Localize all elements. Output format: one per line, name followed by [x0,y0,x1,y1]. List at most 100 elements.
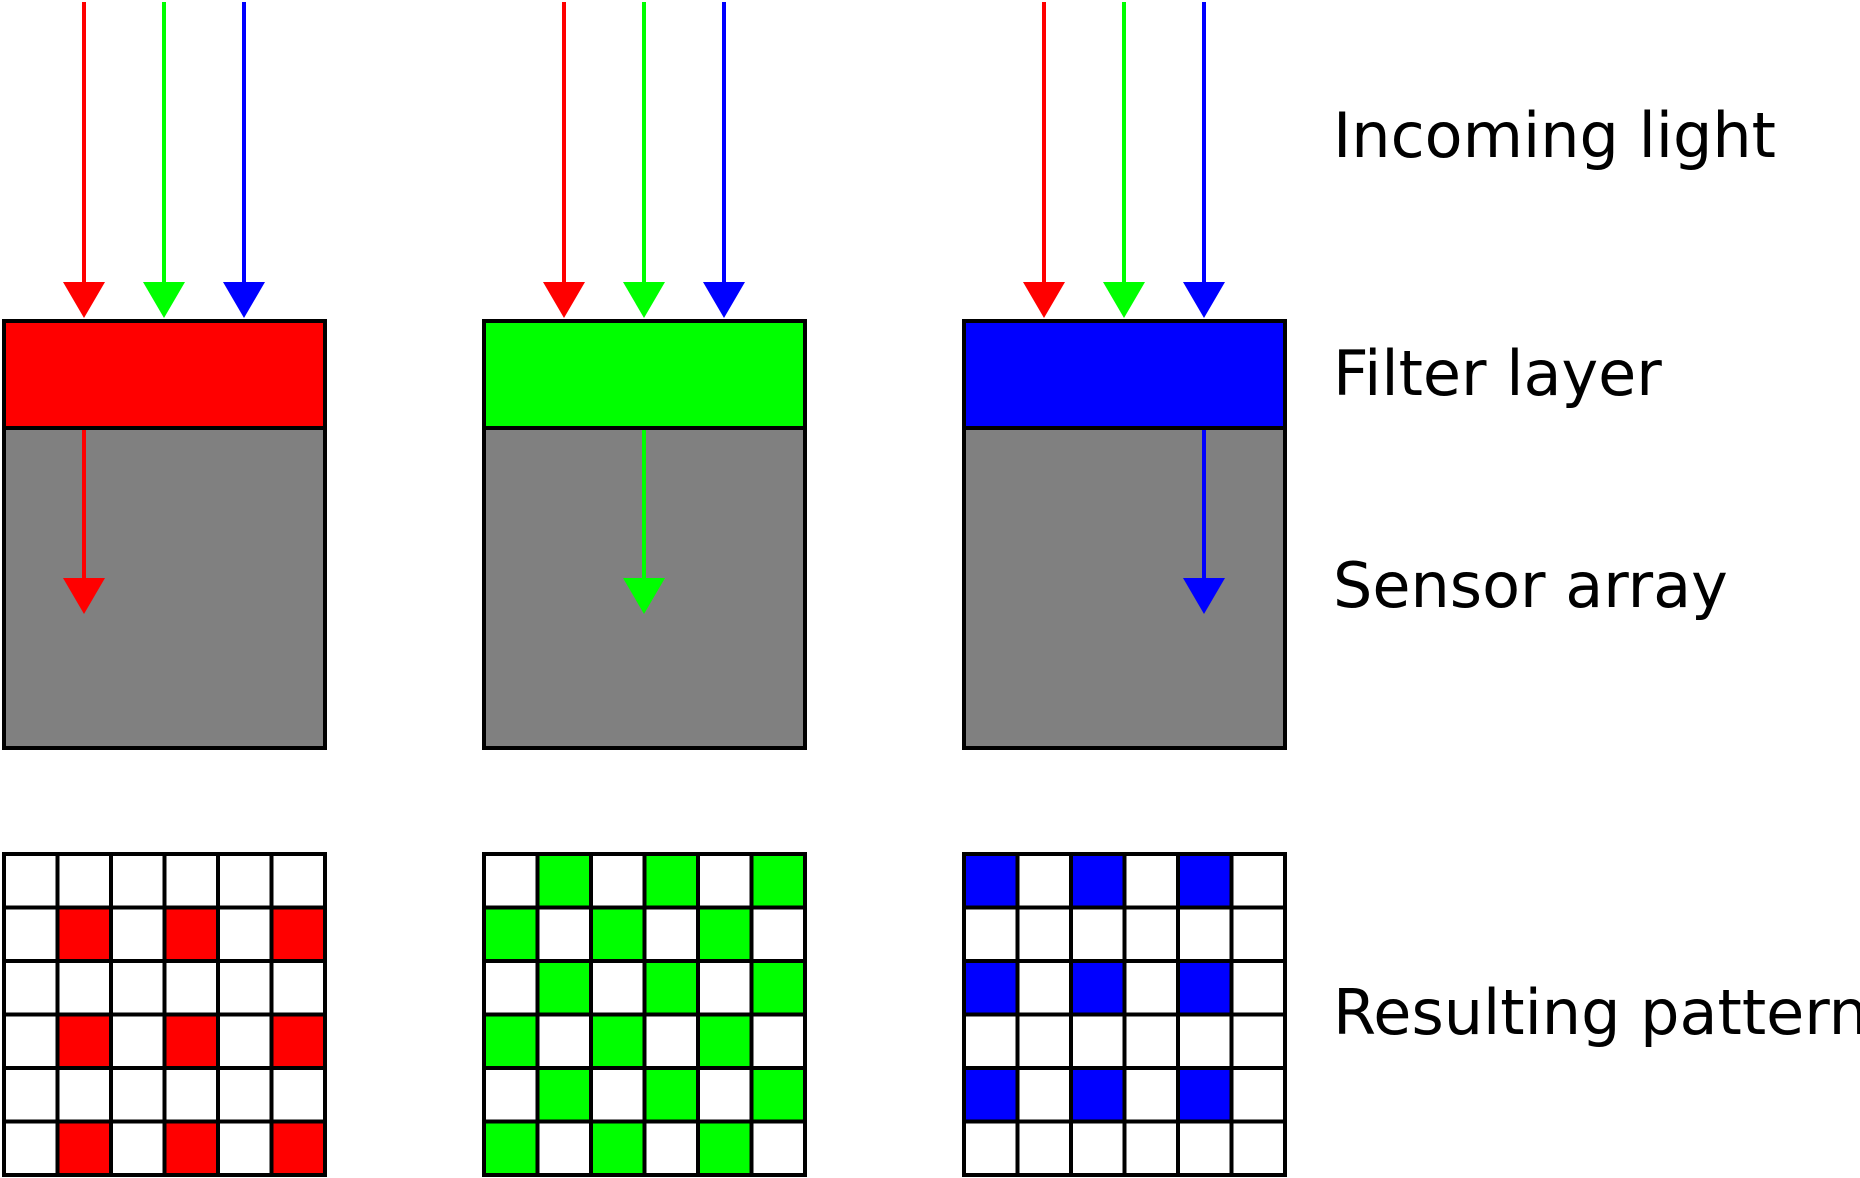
filter-green [482,319,807,430]
pattern-cell [216,1119,274,1177]
passed-ray-red [63,430,105,614]
pattern-cell [535,1012,593,1070]
pattern-cell [962,852,1020,910]
label-filter-layer: Filter layer [1333,337,1662,410]
pattern-cell [1015,959,1073,1017]
pattern-cell [962,1012,1020,1070]
pattern-cell [749,1119,807,1177]
pattern-cell [535,959,593,1017]
unit-green [482,2,807,1177]
unit-blue [962,2,1287,1177]
pattern-cell [589,852,647,910]
passed-ray-green [623,430,665,614]
pattern-cell [482,1066,540,1124]
pattern-red [2,852,327,1177]
pattern-cell [482,852,540,910]
pattern-cell [1229,1119,1287,1177]
pattern-cell [1015,1066,1073,1124]
pattern-cell [1015,1012,1073,1070]
pattern-cell [2,1066,60,1124]
pattern-cell [1069,1119,1127,1177]
pattern-cell [162,852,220,910]
passed-ray-green-head [623,578,665,614]
pattern-cell [1122,1119,1180,1177]
passed-ray-blue [1183,430,1225,614]
pattern-cell [1122,852,1180,910]
incoming-ray-green-red-head [143,282,185,318]
incoming-ray-red-blue [1023,2,1065,318]
incoming-ray-red-blue-head [1023,282,1065,318]
pattern-cell [962,1066,1020,1124]
label-incoming-light: Incoming light [1333,99,1776,172]
pattern-cell [269,1012,327,1070]
pattern-green [482,852,807,1177]
label-resulting-pattern: Resulting pattern [1333,976,1860,1049]
incoming-ray-blue-blue [1183,2,1225,318]
pattern-cell [696,1066,754,1124]
pattern-cell [162,959,220,1017]
incoming-ray-red-red [63,2,105,318]
pattern-cell [2,1012,60,1070]
pattern-cell [55,959,113,1017]
pattern-cell [749,1066,807,1124]
pattern-cell [109,905,167,963]
pattern-cell [1015,1119,1073,1177]
pattern-cell [482,1119,540,1177]
pattern-cell [162,1119,220,1177]
pattern-cell [162,1066,220,1124]
incoming-ray-blue-blue-head [1183,282,1225,318]
pattern-cell [589,959,647,1017]
pattern-cell [55,1012,113,1070]
pattern-cell [109,959,167,1017]
pattern-cell [269,1119,327,1177]
pattern-cell [696,852,754,910]
filter-blue [962,319,1287,430]
filter-units [2,2,1287,1177]
pattern-cell [1229,852,1287,910]
pattern-cell [1176,1012,1234,1070]
pattern-cell [216,852,274,910]
pattern-cell [589,1012,647,1070]
pattern-cell [1069,905,1127,963]
pattern-cell [1122,1012,1180,1070]
pattern-cell [749,852,807,910]
pattern-cell [55,905,113,963]
pattern-cell [216,905,274,963]
unit-red [2,2,327,1177]
pattern-cell [696,1119,754,1177]
pattern-cell [1176,852,1234,910]
pattern-cell [535,1066,593,1124]
pattern-cell [1229,905,1287,963]
pattern-cell [55,852,113,910]
pattern-cell [55,1119,113,1177]
pattern-cell [269,959,327,1017]
pattern-cell [642,959,700,1017]
pattern-cell [2,959,60,1017]
incoming-ray-red-red-head [63,282,105,318]
sensor-red [2,426,327,750]
pattern-cell [696,905,754,963]
label-sensor-array: Sensor array [1333,549,1728,622]
incoming-ray-blue-red-head [223,282,265,318]
pattern-cell [1122,1066,1180,1124]
pattern-cell [962,959,1020,1017]
pattern-cell [1122,905,1180,963]
pattern-cell [1069,852,1127,910]
pattern-cell [1122,959,1180,1017]
passed-ray-red-head [63,578,105,614]
pattern-cell [482,1012,540,1070]
pattern-cell [962,905,1020,963]
pattern-cell [1229,1066,1287,1124]
pattern-cell [535,905,593,963]
pattern-cell [1229,1012,1287,1070]
pattern-cell [55,1066,113,1124]
pattern-cell [216,1012,274,1070]
sensor-blue [962,426,1287,750]
passed-ray-blue-head [1183,578,1225,614]
pattern-cell [696,1012,754,1070]
pattern-cell [589,905,647,963]
incoming-ray-blue-red [223,2,265,318]
pattern-cell [642,905,700,963]
pattern-cell [642,1119,700,1177]
pattern-cell [2,852,60,910]
